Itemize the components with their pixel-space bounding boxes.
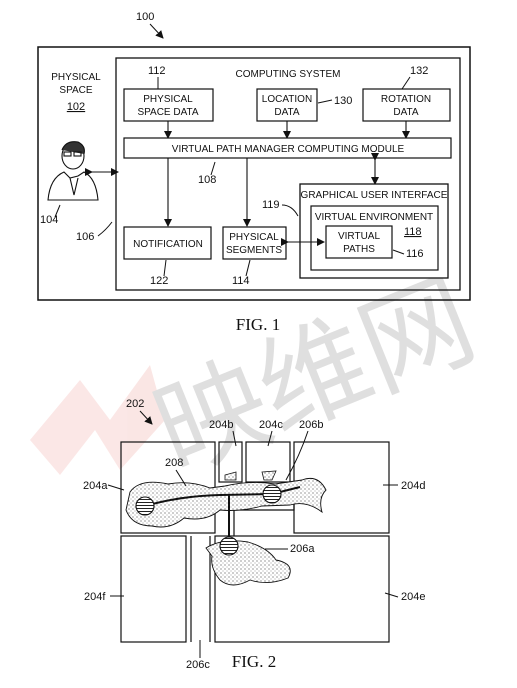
physical-segments-box — [222, 226, 287, 260]
ref-206c: 206c — [186, 659, 210, 671]
person-ref: 104 — [40, 214, 58, 226]
ref-206b-leader — [285, 430, 309, 481]
rotation-data-box — [362, 88, 451, 122]
ref-204e: 204e — [401, 591, 425, 603]
rot-line1: ROTATION — [381, 94, 431, 105]
fig1-caption: FIG. 1 — [236, 315, 280, 334]
ref-208-leader — [175, 469, 187, 487]
psd-line2: SPACE DATA — [137, 107, 198, 118]
ps-line1: PHYSICAL — [229, 232, 279, 243]
fig1-ref-100: 100 — [136, 11, 154, 23]
virtual-path-module-box — [123, 137, 452, 159]
segments-ref-leader — [245, 259, 251, 277]
ref-204b-leader — [232, 430, 237, 447]
ref-204c: 204c — [259, 419, 283, 431]
ref-204b: 204b — [209, 419, 233, 431]
room-204b — [218, 441, 243, 483]
system-box-ref-leader — [97, 221, 113, 237]
room-204c — [245, 441, 291, 483]
vp-ref: 116 — [406, 248, 424, 260]
fig2-ref-202-arrow — [139, 410, 153, 425]
ref-206b: 206b — [299, 419, 323, 431]
fig2-ref-202: 202 — [126, 398, 144, 410]
person-ref-leader — [54, 204, 61, 218]
ref-204e-leader — [384, 592, 399, 598]
segment-206a — [205, 540, 291, 586]
psd-line1: PHYSICAL — [143, 94, 193, 105]
rot-ref-leader — [401, 76, 411, 90]
psd-ref: 112 — [148, 65, 166, 77]
gui-label: GRAPHICAL USER INTERFACE — [301, 190, 448, 201]
person-icon — [47, 141, 99, 201]
floor-plan — [120, 441, 390, 643]
room-204f — [120, 535, 187, 643]
segment-204b-204c — [224, 470, 277, 481]
physical-space-ref: 102 — [67, 101, 85, 113]
outer-system-box — [37, 46, 471, 301]
notification-ref: 122 — [150, 275, 168, 287]
ref-204d: 204d — [401, 480, 425, 492]
watermark: 映维网 — [30, 258, 491, 496]
notification-label: NOTIFICATION — [133, 239, 203, 250]
rot-line2: DATA — [393, 107, 419, 118]
gui-ref-leader — [281, 204, 299, 217]
ref-206a: 206a — [290, 543, 315, 555]
rot-ref: 132 — [410, 65, 428, 77]
module-ref: 108 — [198, 174, 216, 186]
ref-204a-leader — [107, 484, 125, 491]
physical-space-line2: SPACE — [59, 85, 92, 96]
gui-ref: 119 — [262, 199, 280, 211]
vp-line2: PATHS — [343, 244, 375, 255]
ref-204c-leader — [267, 430, 273, 447]
avatar-marker-lower — [219, 536, 239, 556]
room-204e — [214, 535, 390, 643]
watermark-text: 映维网 — [139, 258, 491, 496]
avatar-marker-right — [262, 484, 282, 504]
ve-ref: 118 — [404, 226, 422, 238]
loc-line2: DATA — [274, 107, 300, 118]
virtual-paths-box — [325, 225, 393, 259]
fig2-caption: FIG. 2 — [232, 652, 276, 671]
fig1-ref-100-arrow — [149, 23, 164, 39]
computing-system-title: COMPUTING SYSTEM — [235, 69, 340, 80]
loc-ref: 130 — [334, 95, 352, 107]
vp-line1: VIRTUAL — [338, 231, 380, 242]
vp-ref-leader — [392, 249, 405, 255]
ve-label: VIRTUAL ENVIRONMENT — [315, 212, 433, 223]
corridor-206c-edge — [190, 536, 211, 642]
loc-ref-leader — [317, 99, 333, 104]
avatar-marker-left — [135, 496, 155, 516]
physical-space-data-box — [123, 88, 214, 122]
ref-204a: 204a — [83, 480, 108, 492]
module-ref-leader — [210, 161, 216, 176]
loc-line1: LOCATION — [262, 94, 312, 105]
notification-box — [123, 226, 212, 260]
system-box-ref: 106 — [76, 231, 94, 243]
ref-204f: 204f — [84, 591, 106, 603]
segments-ref: 114 — [232, 275, 250, 287]
module-label: VIRTUAL PATH MANAGER COMPUTING MODULE — [172, 144, 405, 155]
notification-ref-leader — [163, 259, 167, 277]
ps-line2: SEGMENTS — [226, 245, 282, 256]
ref-208: 208 — [165, 457, 183, 469]
physical-space-line1: PHYSICAL — [51, 72, 101, 83]
